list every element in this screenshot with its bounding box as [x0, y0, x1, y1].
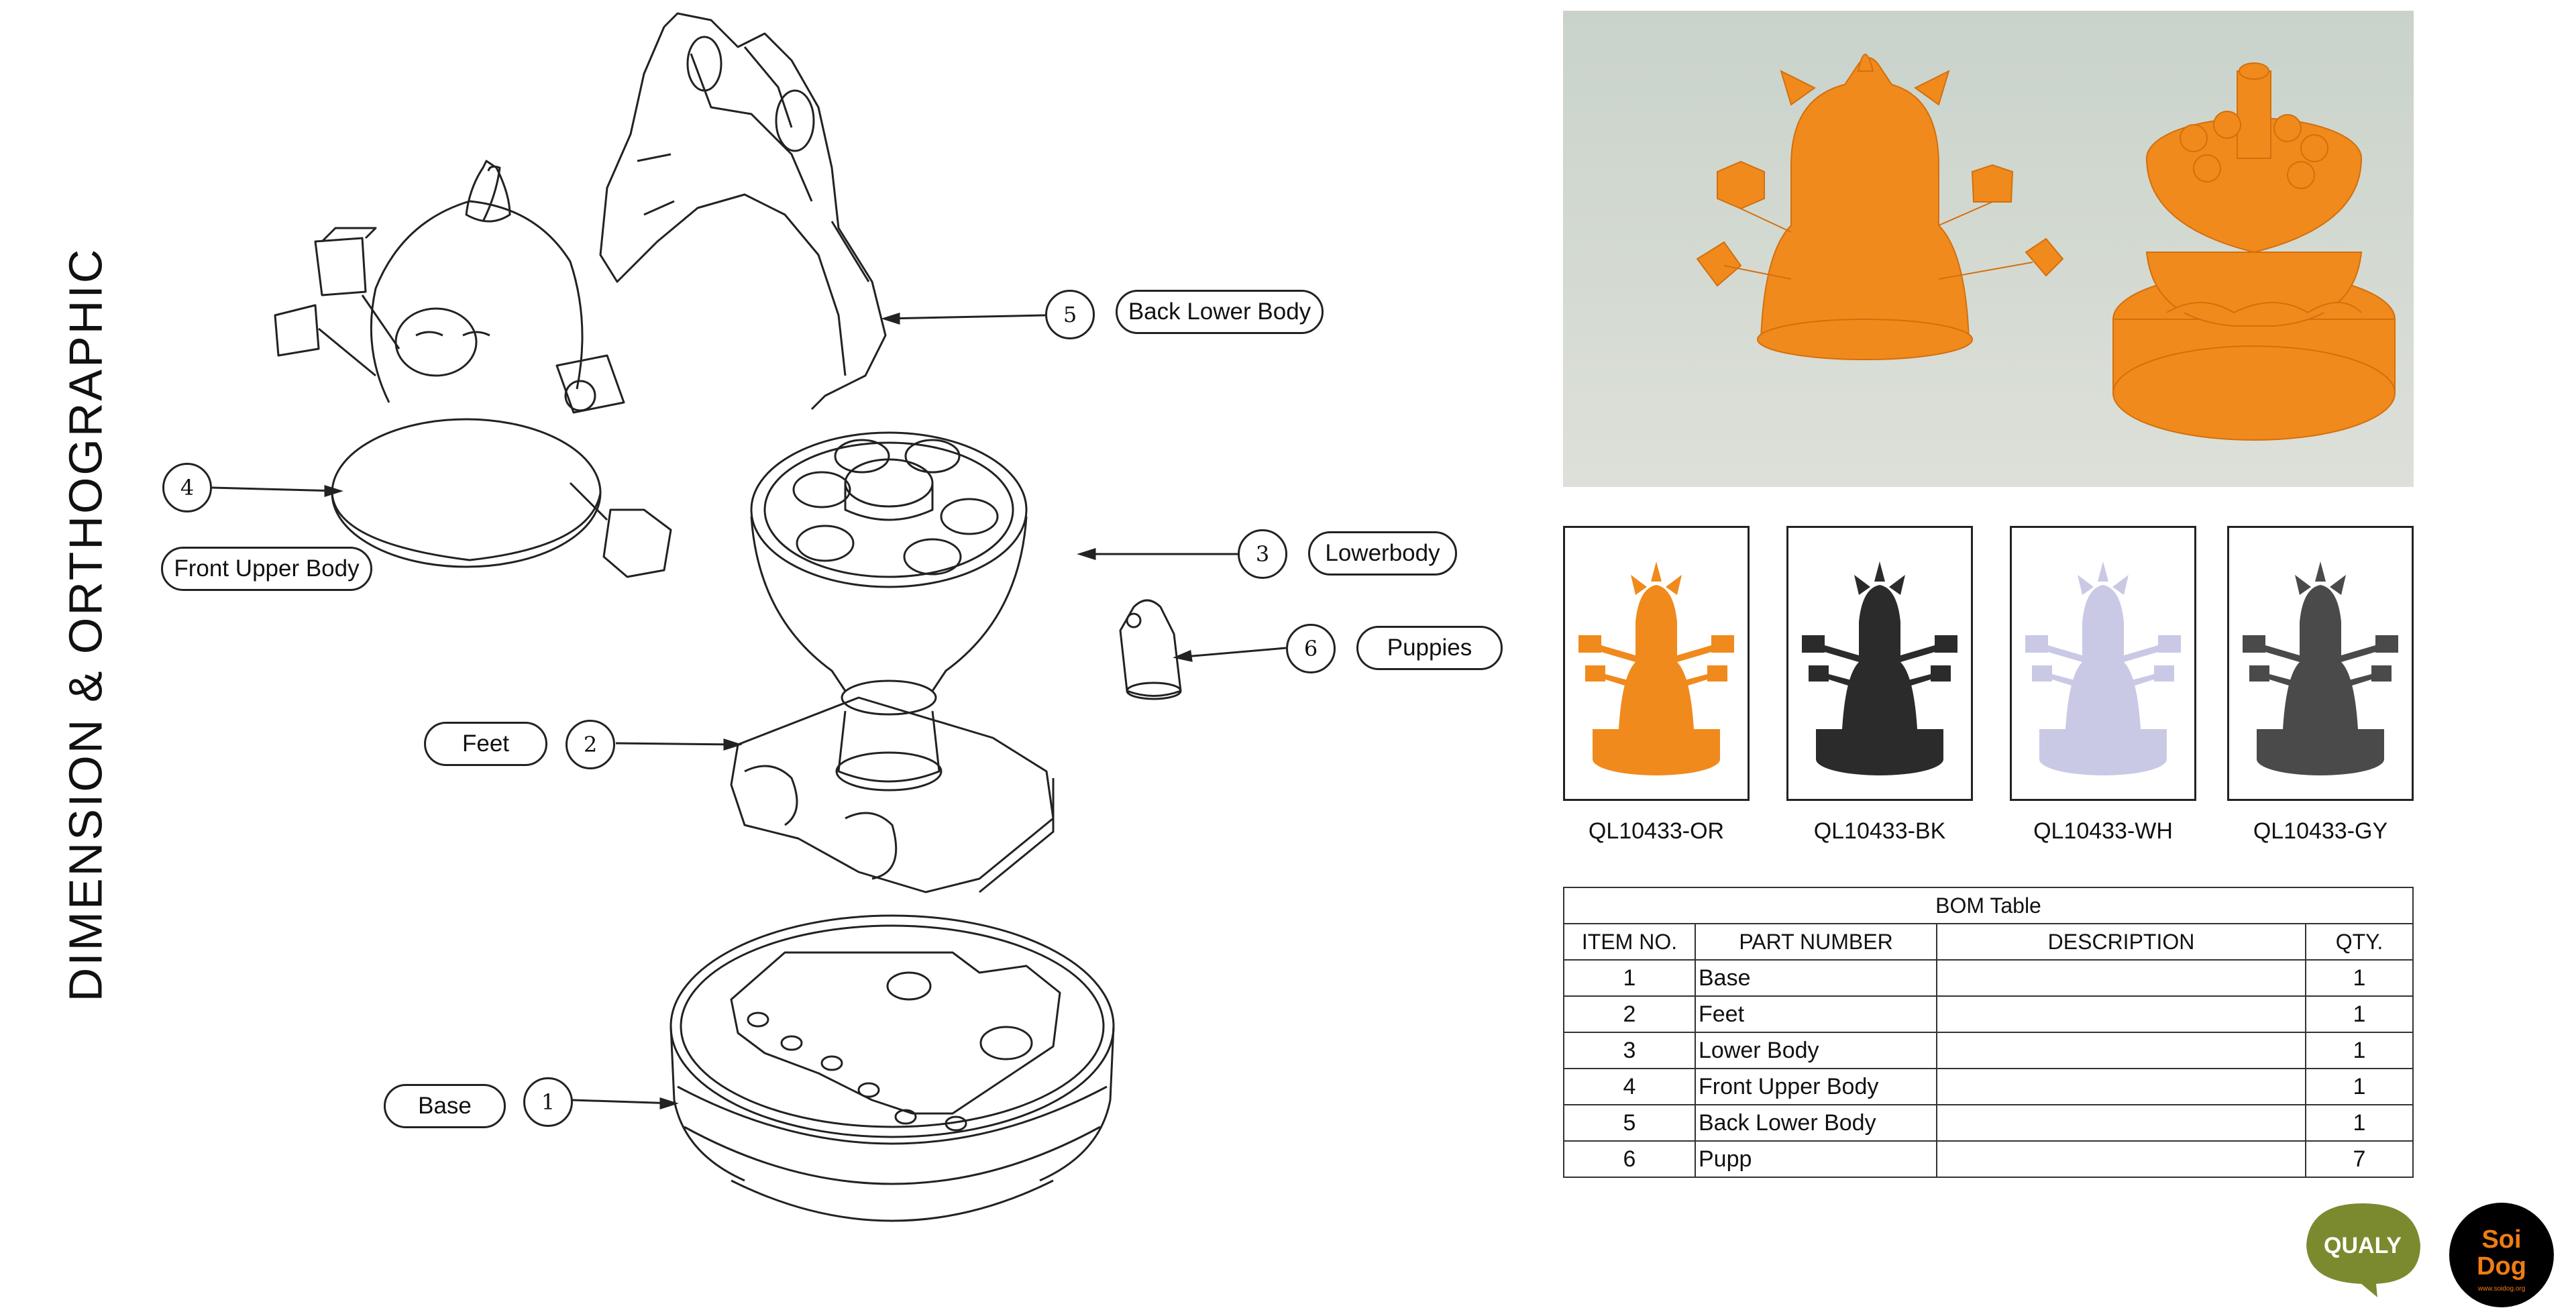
bom-qty: 1 — [2305, 959, 2414, 997]
bom-item-no: 6 — [1563, 1140, 1696, 1178]
bom-part-number: Back Lower Body — [1695, 1104, 1937, 1142]
variant-figure-orange — [1578, 561, 1734, 775]
callout-number-4: 4 — [162, 463, 212, 512]
bom-item-no: 1 — [1563, 959, 1696, 997]
callout-label-front-upper-body: Front Upper Body — [161, 547, 372, 591]
table-row: 1 Base 1 — [1563, 959, 2414, 997]
variant-thumbnail-white — [2010, 526, 2196, 801]
bom-header-description: DESCRIPTION — [1936, 923, 2306, 961]
soi-dog-logo: Soi Dog www.soidog.org — [2449, 1203, 2554, 1307]
callout-number-6: 6 — [1286, 624, 1336, 673]
bom-description — [1936, 1068, 2306, 1105]
callout-number-3: 3 — [1238, 529, 1287, 579]
variant-code-white: QL10433-WH — [2033, 818, 2173, 844]
back-lower-body-part — [599, 12, 887, 411]
table-row: 6 Pupp 7 — [1563, 1140, 2414, 1178]
variant-thumbnail-orange — [1563, 526, 1750, 801]
puppy-part — [1119, 599, 1182, 700]
table-row: 2 Feet 1 — [1563, 995, 2414, 1033]
soi-logo-line1: Soi — [2481, 1225, 2521, 1254]
bom-description — [1936, 1140, 2306, 1178]
table-row: 3 Lower Body 1 — [1563, 1032, 2414, 1069]
variant-figure-white — [2025, 561, 2181, 775]
bom-table: BOM Table ITEM NO. PART NUMBER DESCRIPTI… — [1563, 887, 2414, 1178]
bom-item-no: 4 — [1563, 1068, 1696, 1105]
bom-qty: 7 — [2305, 1140, 2414, 1178]
bom-part-number: Front Upper Body — [1695, 1068, 1937, 1105]
table-row: 5 Back Lower Body 1 — [1563, 1104, 2414, 1142]
callout-number-5: 5 — [1045, 290, 1095, 339]
bom-title: BOM Table — [1563, 887, 2414, 924]
bom-qty: 1 — [2305, 1032, 2414, 1069]
bom-qty: 1 — [2305, 1104, 2414, 1142]
variant-figure-black — [1802, 561, 1957, 775]
front-upper-body-part — [274, 160, 672, 578]
variant-thumbnail-black — [1786, 526, 1973, 801]
base-part — [669, 914, 1115, 1222]
soi-logo-line2: Dog — [2477, 1252, 2526, 1280]
feet-part — [730, 696, 1055, 893]
bom-part-number: Lower Body — [1695, 1032, 1937, 1069]
bom-qty: 1 — [2305, 1068, 2414, 1105]
callout-label-back-lower-body: Back Lower Body — [1116, 290, 1324, 334]
bom-part-number: Pupp — [1695, 1140, 1937, 1178]
exploded-view-drawing — [211, 12, 1287, 1222]
soi-logo-url: www.soidog.org — [2477, 1285, 2526, 1293]
bom-part-number: Base — [1695, 959, 1937, 997]
bom-description — [1936, 995, 2306, 1033]
qualy-logo: QUALY — [2306, 1203, 2420, 1297]
bom-item-no: 5 — [1563, 1104, 1696, 1142]
callout-label-feet: Feet — [424, 722, 547, 766]
bom-header-item: ITEM NO. — [1563, 923, 1696, 961]
lowerbody-part — [750, 431, 1028, 716]
callout-number-2: 2 — [566, 720, 615, 769]
bom-item-no: 3 — [1563, 1032, 1696, 1069]
bom-part-number: Feet — [1695, 995, 1937, 1033]
bom-description — [1936, 1032, 2306, 1069]
qualy-logo-text: QUALY — [2324, 1233, 2402, 1258]
bom-description — [1936, 1104, 2306, 1142]
bom-qty: 1 — [2305, 995, 2414, 1033]
bom-header-qty: QTY. — [2305, 923, 2414, 961]
callout-number-1: 1 — [523, 1077, 573, 1127]
product-render-photo — [1563, 11, 2414, 487]
variant-thumbnail-gray — [2227, 526, 2414, 801]
bom-header-part: PART NUMBER — [1695, 923, 1937, 961]
variant-figure-gray — [2243, 561, 2398, 775]
variant-code-gray: QL10433-GY — [2253, 818, 2388, 844]
callout-label-base: Base — [384, 1084, 506, 1128]
variant-code-black: QL10433-BK — [1813, 818, 1946, 844]
callout-label-lowerbody: Lowerbody — [1308, 531, 1457, 576]
bom-description — [1936, 959, 2306, 997]
bom-item-no: 2 — [1563, 995, 1696, 1033]
callout-label-puppies: Puppies — [1356, 626, 1503, 670]
table-row: 4 Front Upper Body 1 — [1563, 1068, 2414, 1105]
variant-code-orange: QL10433-OR — [1588, 818, 1725, 844]
